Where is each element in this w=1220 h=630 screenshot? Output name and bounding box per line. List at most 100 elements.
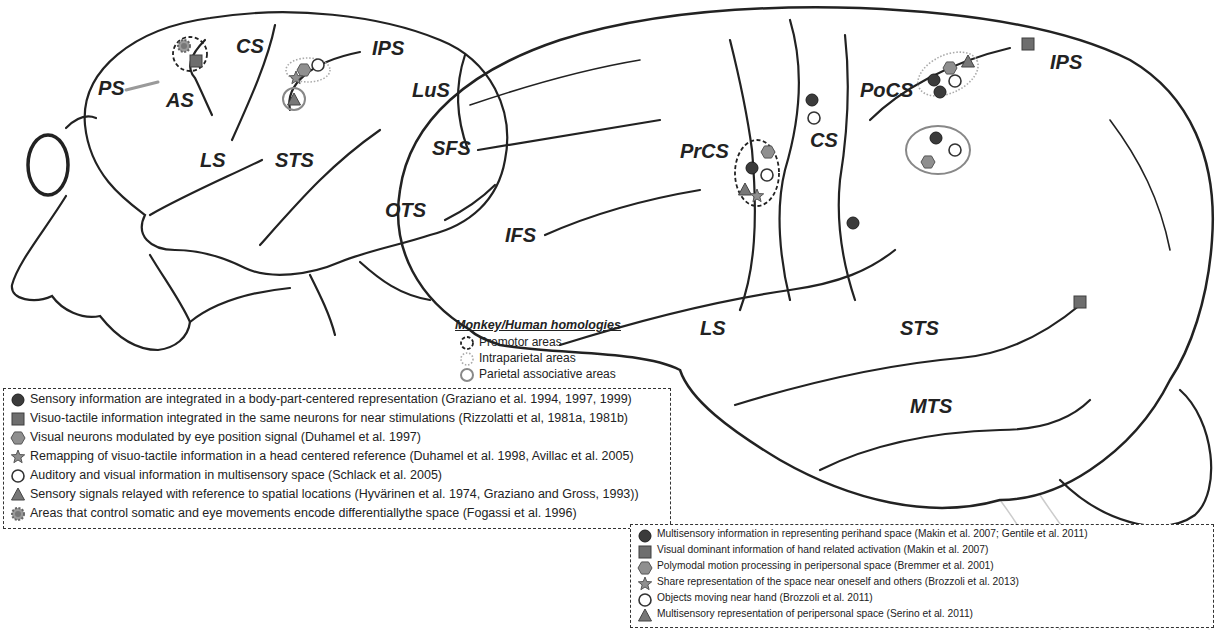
sulcus-label: AS bbox=[166, 90, 194, 110]
open-circle-marker bbox=[949, 144, 961, 156]
monkey-jaw bbox=[190, 288, 290, 322]
legend-swatch bbox=[636, 544, 654, 560]
sulcus-label: LS bbox=[700, 318, 726, 338]
parietal-associative-outline bbox=[283, 88, 305, 110]
legend-swatch bbox=[9, 392, 27, 408]
lunate-sulcus bbox=[458, 55, 468, 150]
hexagon-marker bbox=[761, 146, 775, 158]
occipital-sulcus bbox=[1110, 120, 1170, 250]
legend-entry: Visual neurons modulated by eye position… bbox=[9, 430, 664, 446]
legend-entry: Objects moving near hand (Brozzoli et al… bbox=[636, 592, 1207, 608]
legend-entry: Sensory signals relayed with reference t… bbox=[9, 487, 664, 503]
monkey-brow bbox=[66, 116, 96, 128]
legend-box: Multisensory information in representing… bbox=[630, 524, 1214, 628]
hexagon-marker bbox=[297, 64, 311, 76]
legend-symbol bbox=[638, 562, 652, 574]
legend-swatch bbox=[9, 449, 27, 465]
homology-sample bbox=[461, 337, 473, 349]
sulcus-label: STS bbox=[900, 318, 939, 338]
square-marker bbox=[190, 55, 202, 67]
legend-text: Multisensory representation of periperso… bbox=[657, 608, 973, 619]
legend-text: Intraparietal areas bbox=[479, 351, 576, 366]
legend-entry: Areas that control somatic and eye movem… bbox=[9, 506, 664, 522]
sulcus-label: IFS bbox=[505, 225, 536, 245]
middle-temporal-sulcus bbox=[820, 400, 1090, 470]
legend-text: Share representation of the space near o… bbox=[657, 576, 1019, 587]
monkey-homology-outlines bbox=[173, 37, 330, 110]
triangle-marker bbox=[288, 93, 301, 105]
intraparietal-sulcus bbox=[289, 52, 360, 110]
legend-symbol bbox=[11, 450, 24, 463]
legend-text: Premotor areas bbox=[479, 335, 562, 350]
legend-symbol bbox=[12, 508, 24, 520]
legend-text: Sensory signals relayed with reference t… bbox=[30, 487, 639, 501]
legend-swatch bbox=[9, 430, 27, 446]
monkey-snout bbox=[12, 196, 190, 350]
monkey-brain-outline bbox=[85, 12, 507, 275]
star-marker bbox=[750, 189, 763, 202]
frontal-sulcus bbox=[470, 60, 640, 105]
premotor-outline bbox=[173, 37, 207, 71]
legend-swatch bbox=[636, 528, 654, 544]
central-sulcus bbox=[780, 20, 800, 300]
sulcus-label: PrCS bbox=[680, 141, 729, 161]
legend-entry: Polymodal motion processing in periperso… bbox=[636, 560, 1207, 576]
legend-text: Remapping of visuo-tactile information i… bbox=[30, 449, 634, 463]
legend-entry: Parietal associative areas bbox=[458, 367, 648, 383]
sulcus-label: MTS bbox=[910, 396, 952, 416]
postcentral-sulcus bbox=[839, 35, 855, 300]
legend-box: Premotor areasIntraparietal areasParieta… bbox=[458, 335, 648, 383]
monkey-neck bbox=[310, 275, 335, 335]
premotor-outline bbox=[735, 140, 779, 206]
central-sulcus bbox=[232, 25, 275, 140]
legend-swatch bbox=[458, 351, 476, 367]
open-circle-marker bbox=[312, 59, 324, 71]
legend-text: Multisensory information in representing… bbox=[657, 528, 1088, 539]
square-marker bbox=[1074, 296, 1086, 308]
legend-entry: Auditory and visual information in multi… bbox=[9, 468, 664, 484]
legend-swatch bbox=[636, 576, 654, 592]
legend-entry: Remapping of visuo-tactile information i… bbox=[9, 449, 664, 465]
legend-text: Auditory and visual information in multi… bbox=[30, 468, 442, 482]
sulcus-label: STS bbox=[275, 150, 314, 170]
open-circle-marker bbox=[808, 112, 820, 124]
sulcus-label: OTS bbox=[385, 200, 426, 220]
triangle-marker bbox=[739, 183, 752, 195]
filled-circle-marker bbox=[806, 94, 818, 106]
open-circle-marker bbox=[949, 75, 961, 87]
inferior-frontal-sulcus bbox=[545, 190, 700, 235]
legend-text: Visuo-tactile information integrated in … bbox=[30, 411, 628, 425]
sulcus-label: IPS bbox=[372, 38, 404, 58]
legend-entry: Share representation of the space near o… bbox=[636, 576, 1207, 592]
human-symbols bbox=[739, 38, 1087, 308]
principal-sulcus bbox=[126, 82, 158, 90]
legend-swatch bbox=[458, 335, 476, 351]
legend-entry: Visual dominant information of hand rela… bbox=[636, 544, 1207, 560]
legend-entry: Multisensory information in representing… bbox=[636, 528, 1207, 544]
legend-text: Objects moving near hand (Brozzoli et al… bbox=[657, 592, 873, 603]
star-marker bbox=[289, 71, 302, 84]
legend-swatch bbox=[636, 592, 654, 608]
filled-circle-marker bbox=[928, 74, 940, 86]
legend-text: Visual neurons modulated by eye position… bbox=[30, 430, 421, 444]
legend-symbol bbox=[639, 594, 651, 606]
legend-text: Parietal associative areas bbox=[479, 367, 616, 382]
legend-symbol bbox=[12, 488, 25, 500]
superior-temporal-sulcus bbox=[735, 305, 1080, 405]
legend-entry: Sensory information are integrated in a … bbox=[9, 392, 664, 408]
sulcus-label: CS bbox=[810, 130, 838, 150]
legend-symbol bbox=[11, 432, 25, 444]
superior-frontal-sulcus bbox=[478, 120, 660, 150]
legend-box: Sensory information are integrated in a … bbox=[3, 388, 671, 529]
filled-circle-marker bbox=[746, 162, 758, 174]
homology-sample bbox=[461, 369, 473, 381]
open-circle-marker bbox=[761, 169, 773, 181]
legend-swatch bbox=[636, 608, 654, 624]
filled-circle-marker bbox=[934, 86, 946, 98]
sulcus-label: PS bbox=[98, 78, 125, 98]
sulcus-label: LS bbox=[200, 150, 226, 170]
sulcus-label: SFS bbox=[432, 138, 471, 158]
occipitotemporal-sulcus bbox=[445, 185, 495, 220]
legend-symbol bbox=[12, 413, 24, 425]
